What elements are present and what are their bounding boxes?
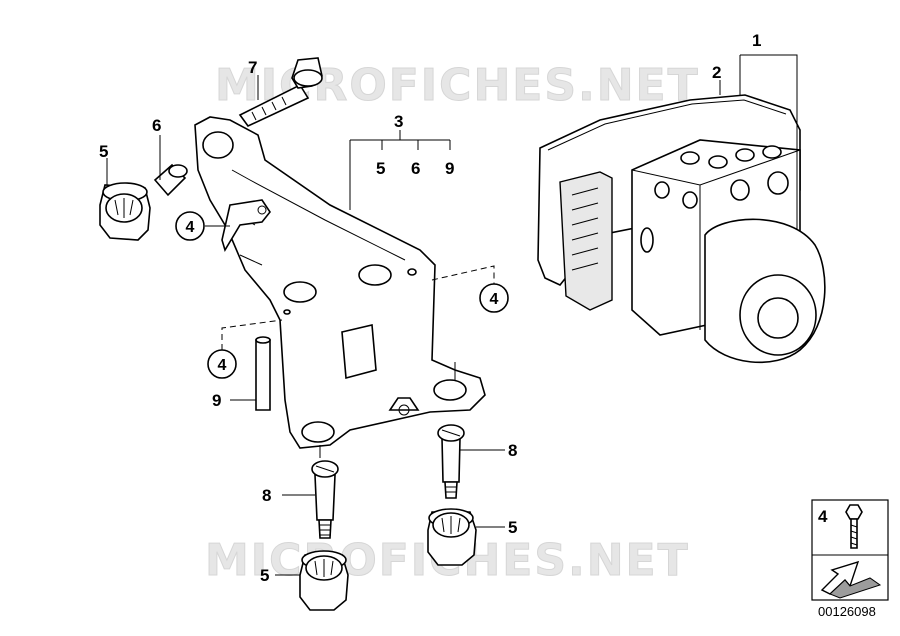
legend-box-label: 4 xyxy=(818,507,828,526)
legend-bolt-icon xyxy=(845,504,863,549)
callout-3: 3 xyxy=(394,112,403,131)
callout-9: 9 xyxy=(212,391,221,410)
dashed-leader-4-b xyxy=(431,265,495,284)
leader-3-bracket xyxy=(350,130,451,150)
screw-8-right xyxy=(437,424,465,499)
circle-4-c: 4 xyxy=(207,349,237,379)
rubber-mount-5-left xyxy=(99,182,151,241)
rubber-mount-5-mid xyxy=(427,508,477,566)
callout-1: 1 xyxy=(752,31,761,50)
callout-2: 2 xyxy=(712,63,721,82)
pin-9 xyxy=(255,336,271,411)
callout-3-sub-6: 6 xyxy=(411,159,420,178)
callout-5-bottom: 5 xyxy=(260,566,269,585)
leader-1 xyxy=(740,54,798,230)
rubber-mount-5-bottom xyxy=(299,550,349,611)
bolt-7 xyxy=(238,57,323,128)
callout-4-c: 4 xyxy=(218,357,227,374)
callout-5-mid: 5 xyxy=(508,518,517,537)
circle-4-b: 4 xyxy=(479,283,509,313)
abs-hydraulic-unit xyxy=(537,94,826,364)
callout-5-left: 5 xyxy=(99,142,108,161)
circle-4-a: 4 xyxy=(175,211,205,241)
callout-3-sub-9: 9 xyxy=(445,159,454,178)
mounting-bracket xyxy=(194,116,486,449)
callout-4-b: 4 xyxy=(490,291,499,308)
legend-arrow-icon xyxy=(820,560,882,599)
screw-8-left xyxy=(311,460,339,539)
callout-8-right: 8 xyxy=(508,441,517,460)
reference-number: 00126098 xyxy=(818,604,876,619)
callout-6: 6 xyxy=(152,116,161,135)
callout-7: 7 xyxy=(248,58,257,77)
callout-4-a: 4 xyxy=(186,219,195,236)
bracket-hook xyxy=(221,199,271,252)
legend-box: 4 xyxy=(811,499,889,601)
callout-8-left: 8 xyxy=(262,486,271,505)
dashed-leader-4-c xyxy=(221,319,283,350)
sleeve-6 xyxy=(153,163,188,197)
callout-3-sub-5: 5 xyxy=(376,159,385,178)
